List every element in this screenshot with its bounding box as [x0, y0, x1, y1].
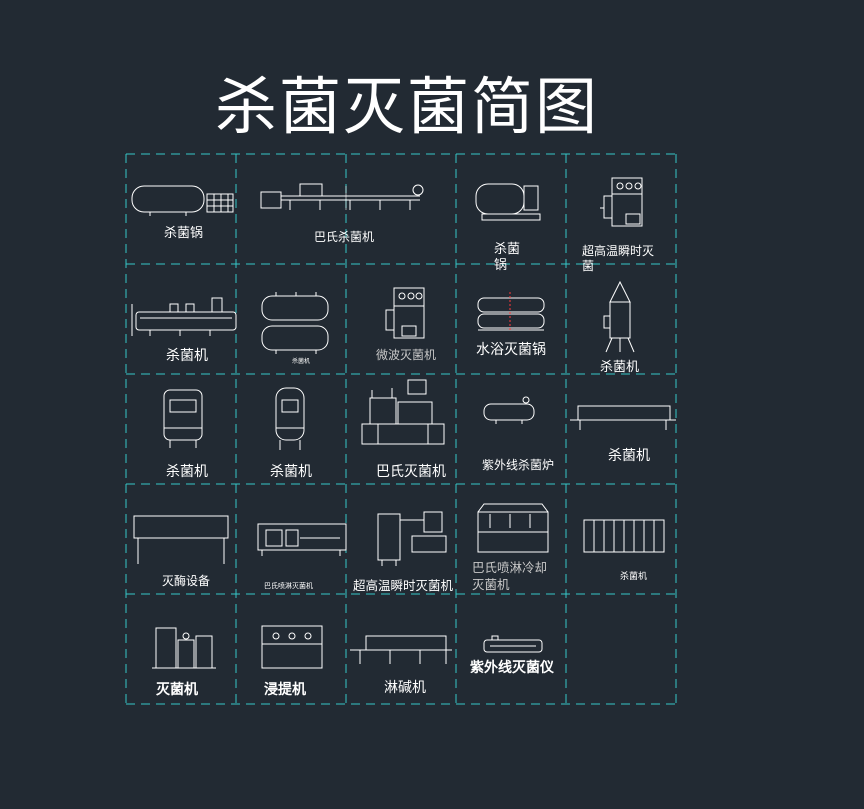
sterilizer-conveyor-icon	[131, 297, 237, 336]
sterilizer-tank-icon	[475, 183, 541, 221]
label-uht-sterilizer-machine: 超高温瞬时灭菌机	[353, 578, 454, 593]
water-bath-retort-icon	[477, 292, 545, 331]
extractor-icon	[261, 625, 323, 669]
pasteurizer-machine-icon	[361, 379, 445, 445]
label-uv-furnace: 紫外线杀菌炉	[482, 458, 555, 472]
uv-sterilizer-furnace-icon	[483, 396, 535, 424]
alkali-washer-icon	[350, 635, 452, 664]
label-uht-sterilizer: 超高温瞬时灭菌	[582, 244, 655, 273]
tunnel-sterilizer-icon	[570, 405, 676, 430]
label-cabinet-sterilizer: 杀菌机	[166, 464, 208, 480]
label-extractor: 浸提机	[264, 682, 306, 698]
uht-sterilizer-icon	[600, 177, 643, 227]
label-pasteurizer-line: 巴氏杀菌机	[314, 230, 375, 244]
label-sterilizer-unit: 灭菌机	[156, 682, 198, 698]
label-spray-cooling-pasteurizer: 巴氏喷淋冷却灭菌机	[472, 560, 548, 592]
spray-pasteurizer-icon	[257, 523, 347, 556]
label-sterilizer-tank: 杀菌锅	[494, 242, 521, 274]
label-plate-sterilizer: 杀菌机	[620, 572, 648, 582]
label-uv-sterilizer-device: 紫外线灭菌仪	[470, 660, 554, 676]
page-title: 杀菌灭菌简图	[215, 70, 600, 143]
label-pasteurizer-machine: 巴氏灭菌机	[376, 464, 446, 480]
label-water-bath-retort: 水浴灭菌锅	[476, 342, 546, 358]
uv-sterilizer-device-icon	[483, 635, 543, 653]
spray-cooling-pasteurizer-icon	[477, 503, 549, 553]
plate-sterilizer-icon	[583, 519, 665, 553]
label-sterilizer-conveyor: 杀菌机	[166, 348, 208, 364]
label-tower-sterilizer: 杀菌机	[600, 360, 640, 375]
vertical-sterilizer-icon	[275, 387, 305, 450]
label-enzyme-inactivation: 灭酶设备	[162, 574, 211, 588]
double-tank-sterilizer-icon	[261, 292, 329, 354]
pasteurizer-line-icon	[260, 183, 424, 210]
label-spray-pasteurizer: 巴氏喷淋灭菌机	[264, 582, 313, 590]
label-microwave-sterilizer: 微波灭菌机	[376, 348, 437, 362]
label-double-tank: 杀菌机	[292, 358, 311, 365]
label-vertical-sterilizer: 杀菌机	[270, 464, 312, 480]
microwave-sterilizer-icon	[385, 287, 425, 339]
label-alkali-washer: 淋碱机	[384, 680, 426, 696]
enzyme-inactivation-table-icon	[133, 515, 229, 564]
cabinet-sterilizer-icon	[163, 389, 203, 448]
label-sterilizer-retort: 杀菌锅	[164, 226, 204, 241]
sterilizer-retort-icon	[131, 185, 234, 216]
sterilizer-unit-icon	[152, 627, 216, 669]
label-tunnel-sterilizer: 杀菌机	[608, 448, 650, 464]
uht-sterilizer-machine-icon	[377, 511, 447, 566]
grid-lines	[125, 153, 677, 705]
tower-sterilizer-icon	[603, 280, 635, 353]
